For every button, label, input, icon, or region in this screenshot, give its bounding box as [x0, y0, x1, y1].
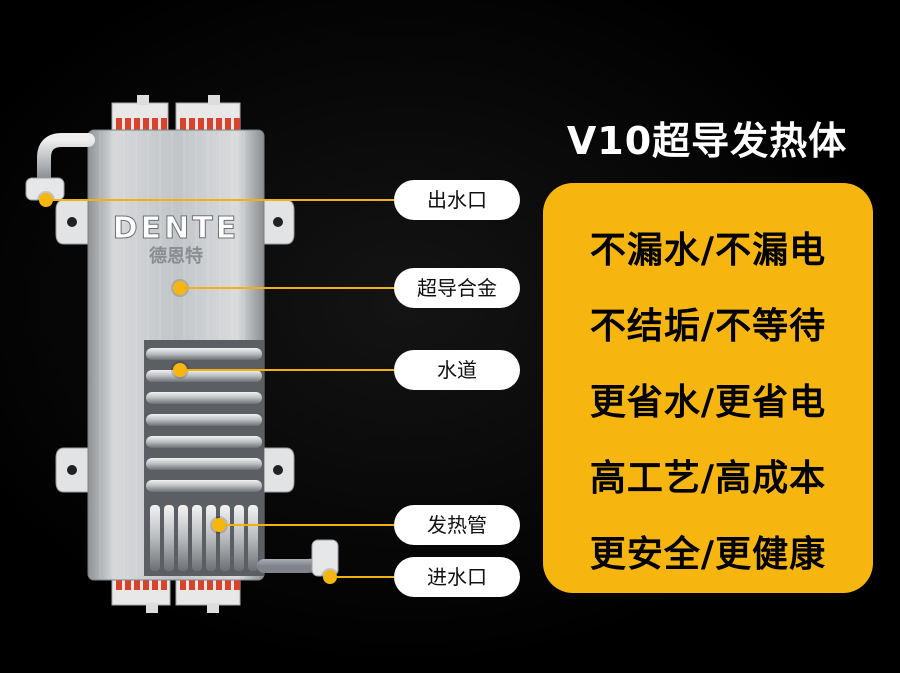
water-channel-coils	[146, 348, 262, 492]
feature-item: 更省水/更省电	[589, 382, 827, 423]
alloy-marker-dot	[173, 281, 187, 295]
inlet-marker-dot	[323, 570, 337, 584]
water-channel-marker-dot	[173, 363, 187, 377]
outlet-leader-line	[50, 199, 394, 201]
heating-tube-label: 发热管	[394, 505, 520, 545]
feature-item: 不漏水/不漏电	[589, 230, 827, 271]
brand-logo-text: DENTE	[113, 211, 239, 246]
water-channel-leader-line	[185, 369, 394, 371]
outlet-label: 出水口	[394, 180, 520, 220]
inlet-label: 进水口	[394, 557, 520, 597]
brand-cn-text: 德恩特	[149, 245, 203, 267]
feature-item: 更安全/更健康	[589, 534, 827, 575]
heating-tube-leader-line	[224, 524, 394, 526]
headline: V10超导发热体	[566, 119, 848, 163]
feature-box: 不漏水/不漏电 不结垢/不等待 更省水/更省电 高工艺/高成本 更安全/更健康	[543, 183, 873, 593]
alloy-label: 超导合金	[394, 268, 520, 308]
heating-tube-marker-dot	[212, 518, 226, 532]
inlet-leader-line	[335, 576, 394, 578]
feature-item: 不结垢/不等待	[589, 306, 827, 347]
outlet-marker-dot	[39, 193, 53, 207]
alloy-leader-line	[185, 287, 394, 289]
water-channel-label: 水道	[394, 350, 520, 390]
bottom-terminals	[111, 574, 241, 613]
top-terminals	[111, 95, 241, 134]
feature-item: 高工艺/高成本	[589, 458, 827, 499]
